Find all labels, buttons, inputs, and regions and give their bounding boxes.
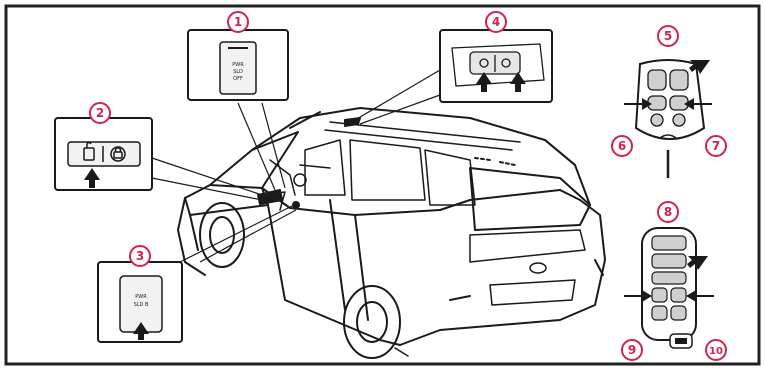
leader-lines xyxy=(151,69,441,263)
press-arrow-icon xyxy=(686,290,714,302)
callout-10: 10 xyxy=(709,346,723,357)
callout-box-4 xyxy=(439,29,553,103)
callout-9: 9 xyxy=(628,343,636,357)
press-arrow-icon xyxy=(689,60,710,74)
car-outline xyxy=(177,107,606,359)
callout-7: 7 xyxy=(712,139,720,153)
door-lock-switch-icon xyxy=(83,141,126,162)
svg-text:SLD: SLD xyxy=(233,69,243,75)
svg-text:PWR: PWR xyxy=(232,62,244,68)
svg-text:OFF: OFF xyxy=(233,76,243,82)
press-arrow-icon xyxy=(687,256,708,270)
interior-light-switch-icon xyxy=(451,43,545,87)
callout-4: 4 xyxy=(492,15,500,29)
press-arrow-icon xyxy=(510,72,526,92)
callout-markers xyxy=(89,11,727,361)
press-arrow-icon xyxy=(624,98,652,110)
press-arrow-icon xyxy=(133,322,149,340)
press-arrow-icon xyxy=(624,290,652,302)
svg-text:SLD B: SLD B xyxy=(134,302,149,308)
callout-3: 3 xyxy=(136,249,144,263)
callout-box-2 xyxy=(54,117,153,191)
svg-text:PWR: PWR xyxy=(135,294,147,300)
callout-2: 2 xyxy=(96,106,104,120)
key-fob-icon xyxy=(624,227,714,349)
callout-box-3: PWR SLD B xyxy=(97,261,183,343)
callout-5: 5 xyxy=(664,29,672,43)
outer-frame xyxy=(4,4,761,366)
callout-8: 8 xyxy=(664,205,672,219)
callout-box-1: PWR SLD OFF xyxy=(187,29,289,101)
press-arrow-icon xyxy=(684,98,712,110)
callout-1: 1 xyxy=(234,15,242,29)
press-arrow-icon xyxy=(84,168,100,188)
key-fob-icon xyxy=(624,59,712,178)
callout-6: 6 xyxy=(618,139,626,153)
press-arrow-icon xyxy=(476,72,492,92)
